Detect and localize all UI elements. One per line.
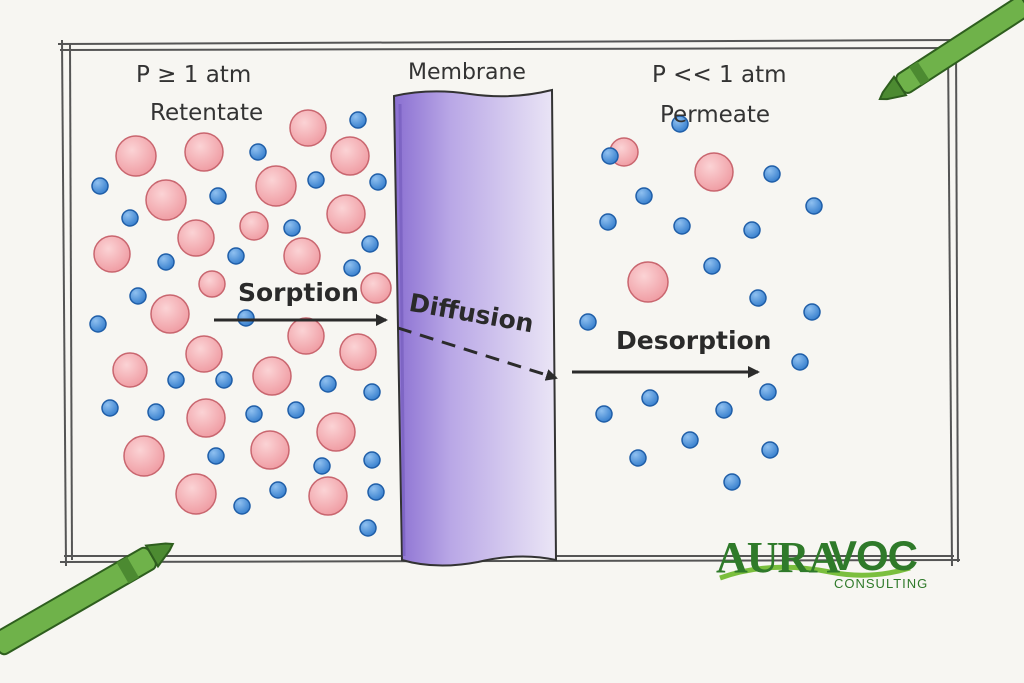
permeate-label: Permeate <box>660 102 771 128</box>
large-molecule <box>283 237 321 275</box>
small-molecule <box>749 289 767 307</box>
logo-swoosh <box>719 564 911 581</box>
small-molecule <box>147 403 165 421</box>
small-molecule <box>367 483 385 501</box>
small-molecule <box>167 371 185 389</box>
desorption-label: Desorption <box>616 326 772 355</box>
small-molecule <box>761 441 779 459</box>
large-molecule <box>150 294 190 334</box>
small-molecule <box>601 147 619 165</box>
small-molecule <box>313 457 331 475</box>
small-molecule <box>121 209 139 227</box>
small-molecule <box>595 405 613 423</box>
small-molecule <box>207 447 225 465</box>
logo-tagline: CONSULTING <box>834 576 929 591</box>
large-molecule <box>186 398 226 438</box>
large-molecule <box>115 135 157 177</box>
small-molecule <box>209 187 227 205</box>
large-molecule <box>123 435 165 477</box>
large-molecule <box>185 335 223 373</box>
small-molecule <box>805 197 823 215</box>
small-molecule <box>673 217 691 235</box>
aura-voc-logo: AURA VOC CONSULTING <box>716 532 929 596</box>
small-molecule <box>89 315 107 333</box>
large-molecule <box>252 356 292 396</box>
large-molecule <box>287 317 325 355</box>
small-molecule <box>245 405 263 423</box>
small-molecule <box>363 383 381 401</box>
small-molecule <box>91 177 109 195</box>
small-molecule <box>361 235 379 253</box>
small-molecule <box>743 221 761 239</box>
large-molecule <box>112 352 148 388</box>
small-molecule <box>759 383 777 401</box>
small-molecule <box>681 431 699 449</box>
green-marker-pen-icon <box>878 0 1024 101</box>
molecules-layer <box>89 109 823 537</box>
large-molecule <box>239 211 269 241</box>
retentate-pressure-label: P ≥ 1 atm <box>136 62 252 88</box>
small-molecule <box>641 389 659 407</box>
large-molecule <box>175 473 217 515</box>
large-molecule <box>308 476 348 516</box>
large-molecule <box>289 109 327 147</box>
process-arrows <box>214 314 760 381</box>
large-molecule <box>250 430 290 470</box>
logo-name-aura: AURA <box>716 533 840 582</box>
large-molecule <box>198 270 226 298</box>
small-molecule <box>629 449 647 467</box>
large-molecule <box>627 261 669 303</box>
small-molecule <box>369 173 387 191</box>
small-molecule <box>579 313 597 331</box>
small-molecule <box>349 111 367 129</box>
small-molecule <box>635 187 653 205</box>
small-molecule <box>307 171 325 189</box>
large-molecule <box>360 272 392 304</box>
small-molecule <box>343 259 361 277</box>
large-molecule <box>255 165 297 207</box>
large-molecule <box>145 179 187 221</box>
small-molecule <box>791 353 809 371</box>
large-molecule <box>184 132 224 172</box>
small-molecule <box>227 247 245 265</box>
small-molecule <box>101 399 119 417</box>
small-molecule <box>269 481 287 499</box>
large-molecule <box>330 136 370 176</box>
small-molecule <box>703 257 721 275</box>
small-molecule <box>363 451 381 469</box>
large-molecule <box>177 219 215 257</box>
green-marker-pen-icon <box>0 542 175 656</box>
small-molecule <box>283 219 301 237</box>
small-molecule <box>715 401 733 419</box>
small-molecule <box>237 309 255 327</box>
small-molecule <box>157 253 175 271</box>
large-molecule <box>339 333 377 371</box>
sorption-label: Sorption <box>238 278 359 307</box>
diffusion-arrow <box>397 326 558 381</box>
small-molecule <box>723 473 741 491</box>
small-molecule <box>803 303 821 321</box>
large-molecule <box>93 235 131 273</box>
small-molecule <box>319 375 337 393</box>
small-molecule <box>249 143 267 161</box>
large-molecule <box>316 412 356 452</box>
small-molecule <box>233 497 251 515</box>
large-molecule <box>694 152 734 192</box>
small-molecule <box>599 213 617 231</box>
large-molecule <box>326 194 366 234</box>
permeate-pressure-label: P << 1 atm <box>652 62 787 88</box>
retentate-label: Retentate <box>150 100 264 126</box>
membrane-label: Membrane <box>408 60 526 85</box>
small-molecule <box>129 287 147 305</box>
small-molecule <box>215 371 233 389</box>
small-molecule <box>359 519 377 537</box>
small-molecule <box>763 165 781 183</box>
small-molecule <box>671 115 689 133</box>
small-molecule <box>287 401 305 419</box>
logo-name-voc: VOC <box>829 532 918 579</box>
